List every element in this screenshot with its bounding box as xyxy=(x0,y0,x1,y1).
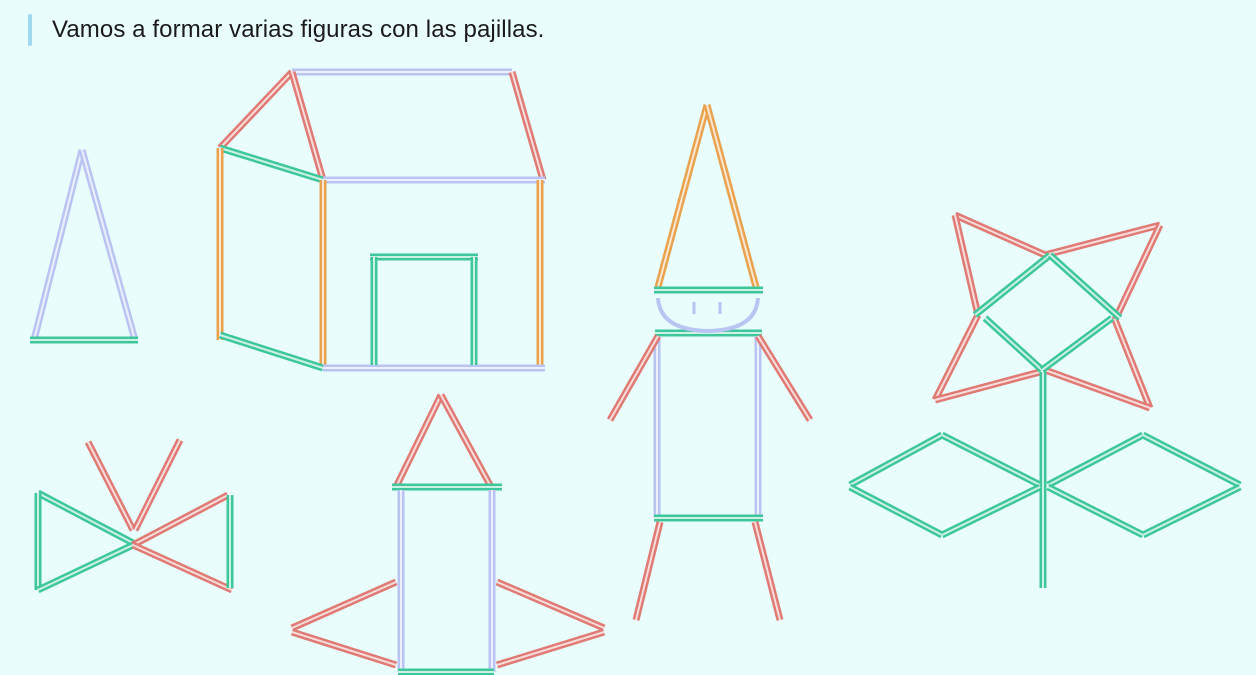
straw xyxy=(437,393,494,487)
straw xyxy=(217,69,295,151)
figure-robot xyxy=(606,104,813,621)
straw xyxy=(290,628,398,669)
straw xyxy=(1111,318,1154,410)
straw xyxy=(1141,431,1242,489)
straw xyxy=(848,431,944,489)
straw xyxy=(953,211,1047,259)
straw xyxy=(495,628,606,669)
straw xyxy=(131,491,230,549)
straw xyxy=(495,578,606,632)
straw xyxy=(36,489,135,547)
straw xyxy=(751,521,784,621)
straw xyxy=(1044,221,1161,259)
straw xyxy=(951,214,982,316)
straw xyxy=(606,334,662,422)
figure-rocket xyxy=(290,393,606,675)
title-accent-bar xyxy=(28,14,32,46)
straw xyxy=(218,331,325,372)
straw xyxy=(84,440,137,532)
straw xyxy=(703,104,760,288)
straw xyxy=(940,431,1042,489)
straw xyxy=(508,71,547,181)
figure-house xyxy=(216,68,547,372)
straw xyxy=(36,541,135,594)
straw xyxy=(934,368,1041,404)
straw xyxy=(1046,483,1145,539)
straw xyxy=(1046,431,1145,489)
figure-bow xyxy=(34,438,234,594)
straw xyxy=(848,483,944,539)
straw xyxy=(755,334,813,422)
straw xyxy=(940,483,1042,539)
straw xyxy=(654,104,711,288)
straw xyxy=(288,71,327,181)
robot-face xyxy=(656,297,760,334)
figure-triangle xyxy=(30,149,139,344)
instruction-text: Vamos a formar varias figuras con las pa… xyxy=(52,16,545,43)
straw xyxy=(982,315,1045,373)
straw xyxy=(218,144,325,184)
straw xyxy=(78,149,139,341)
straw xyxy=(632,521,664,621)
straw xyxy=(131,541,234,594)
straw xyxy=(393,393,445,487)
straw xyxy=(1043,366,1152,412)
straw xyxy=(1111,223,1164,322)
figure-flower xyxy=(848,211,1242,588)
straw xyxy=(1141,483,1242,539)
straw xyxy=(290,578,398,632)
straw xyxy=(1039,315,1115,373)
straw xyxy=(30,149,86,341)
straw xyxy=(931,313,982,402)
straw xyxy=(972,252,1053,318)
straw xyxy=(131,438,184,532)
straw xyxy=(1047,252,1123,321)
